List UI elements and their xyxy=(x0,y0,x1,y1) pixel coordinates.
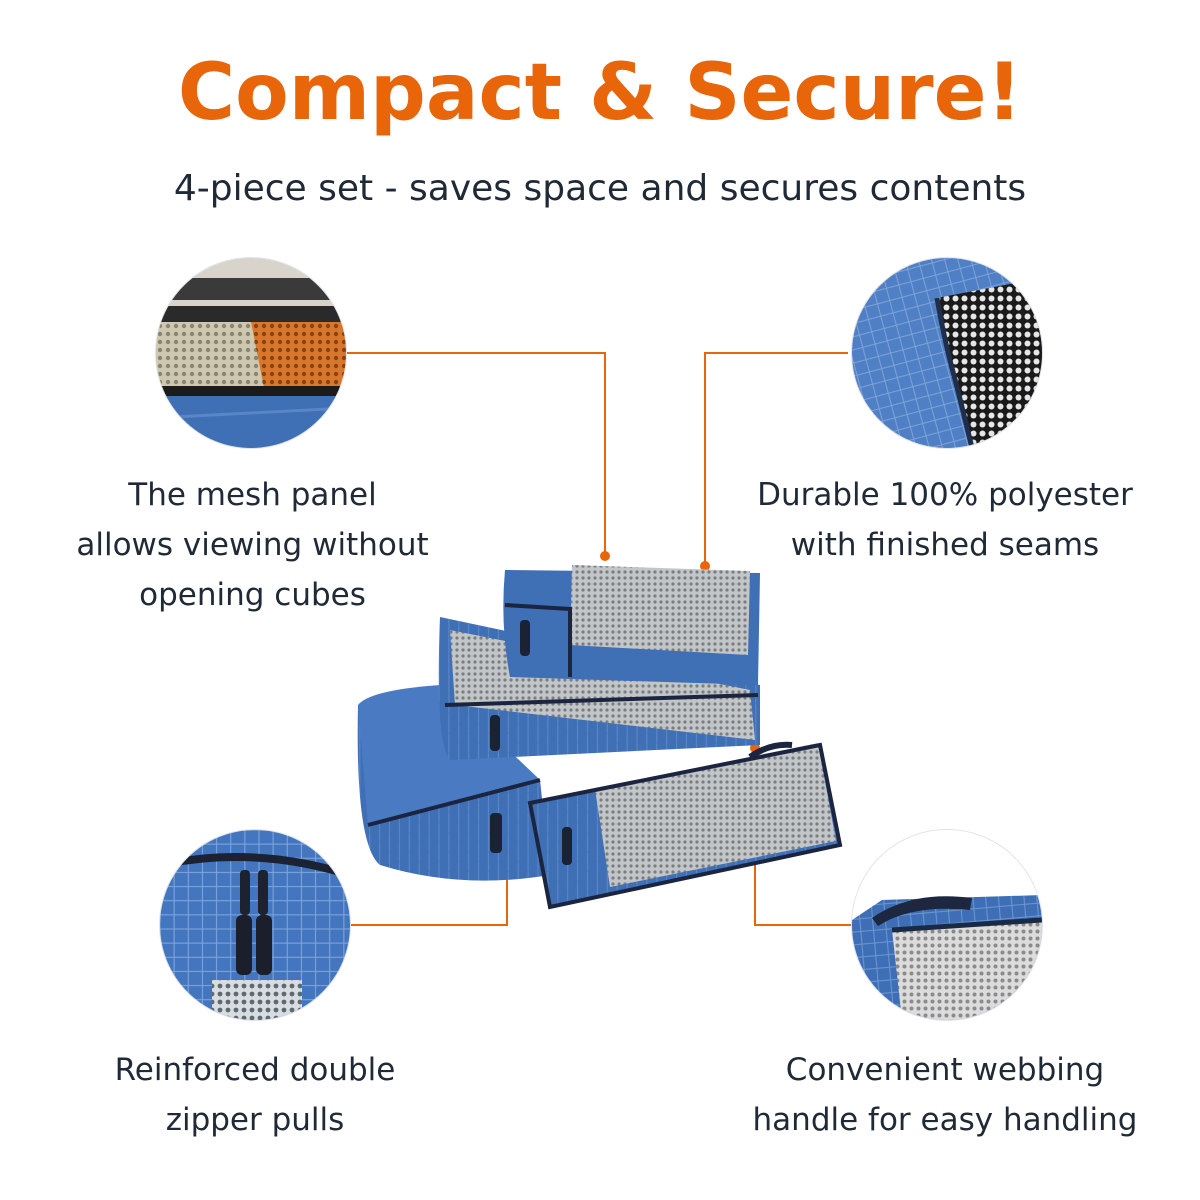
polyester-seam-closeup-image xyxy=(852,258,1042,448)
caption-line: Convenient webbing xyxy=(785,1052,1105,1088)
webbing-handle-closeup-image xyxy=(852,830,1042,1020)
small-cube xyxy=(503,565,760,685)
slim-cube xyxy=(527,741,843,910)
caption-line: Durable 100% polyester xyxy=(757,477,1133,513)
caption-line: Reinforced double xyxy=(114,1052,396,1088)
packing-cubes-image xyxy=(357,565,843,910)
zipper-pulls-closeup-image xyxy=(160,830,350,1020)
caption-line: The mesh panel xyxy=(128,477,377,513)
callout-line-mesh xyxy=(345,352,606,556)
caption-line: handle for easy handling xyxy=(752,1102,1138,1138)
feature-caption-mesh: The mesh panel allows viewing without op… xyxy=(40,470,465,620)
caption-line: with finished seams xyxy=(790,527,1100,563)
caption-line: zipper pulls xyxy=(165,1102,345,1138)
mesh-panel-closeup-image xyxy=(156,258,346,448)
caption-line: opening cubes xyxy=(139,577,366,613)
feature-caption-handle: Convenient webbing handle for easy handl… xyxy=(725,1045,1165,1145)
subheadline: 4-piece set - saves space and secures co… xyxy=(173,168,1027,209)
callout-dot-polyester xyxy=(700,561,710,571)
feature-caption-zipper: Reinforced double zipper pulls xyxy=(50,1045,460,1145)
callout-dot-mesh xyxy=(600,551,610,561)
feature-caption-polyester: Durable 100% polyester with finished sea… xyxy=(735,470,1155,570)
callout-line-polyester xyxy=(704,352,848,566)
headline: Compact & Secure! xyxy=(177,48,1023,138)
caption-line: allows viewing without xyxy=(76,527,429,563)
